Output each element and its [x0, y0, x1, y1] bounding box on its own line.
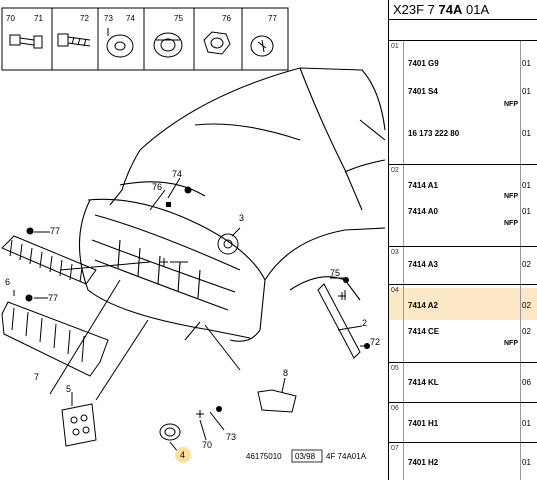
- part-qty: 01: [522, 87, 531, 96]
- part-ref: 7414 A1: [408, 181, 438, 190]
- callout-74: 74: [172, 169, 182, 179]
- part-qty: 01: [522, 458, 531, 467]
- bolt-icon: [57, 33, 91, 47]
- header-prefix: X23F 7: [393, 2, 439, 17]
- icon-code-71: 71: [34, 14, 43, 23]
- parts-group-03[interactable]: 03 7414 A3 02: [389, 247, 537, 285]
- callout-70: 70: [202, 440, 212, 450]
- nfp-badge: NFP: [504, 101, 518, 108]
- group-number: 02: [391, 167, 399, 174]
- part-ref: 7414 A2: [408, 301, 438, 310]
- callout-72: 72: [370, 337, 380, 347]
- part-qty: 02: [522, 260, 531, 269]
- group-number: 05: [391, 365, 399, 372]
- push-clip-icon: [250, 35, 274, 57]
- parts-group-01[interactable]: 01 7401 G9 01 7401 S4 01 NFP 16 173 222 …: [389, 41, 537, 165]
- push-clip-part-3: [217, 233, 239, 255]
- icon-code-75: 75: [174, 14, 183, 23]
- clip-nut-icon: [153, 32, 183, 58]
- part-ref: 16 173 222 80: [408, 129, 460, 138]
- group-number: 04: [391, 287, 399, 294]
- part-qty: 01: [522, 129, 531, 138]
- part-qty: 01: [522, 207, 531, 216]
- parts-group-07[interactable]: 07 7401 H2 01: [389, 443, 537, 480]
- exploded-parts-diagram: 70 71 72 73 74 75 76 77: [1, 7, 386, 463]
- callout-labels: 74 76 77 3 75 6 77 2 72 7 8 5 70 73: [5, 169, 380, 450]
- part-ref: 7401 G9: [408, 59, 439, 68]
- icon-code-70: 70: [6, 14, 15, 23]
- callout-8: 8: [283, 368, 288, 378]
- part-qty: 02: [522, 301, 531, 310]
- callout-4-highlight: 4: [175, 447, 191, 463]
- group-number: 06: [391, 405, 399, 412]
- callout-77-lower: 77: [48, 293, 58, 303]
- bracket-part-8: [257, 389, 297, 413]
- parts-group-05[interactable]: 05 7414 KL 06: [389, 363, 537, 403]
- parts-group-04[interactable]: 04 7414 A2 02 7414 CE 02 NFP: [389, 285, 537, 363]
- callout-77-upper: 77: [50, 226, 60, 236]
- footer-code: 4F 74A01A: [326, 452, 367, 461]
- callout-7: 7: [34, 372, 39, 382]
- icon-code-76: 76: [222, 14, 231, 23]
- callout-75: 75: [330, 268, 340, 278]
- part-ref: 7414 CE: [408, 327, 440, 336]
- icon-code-77: 77: [268, 14, 277, 23]
- parts-list-header: X23F 7 74A 01A: [389, 0, 537, 20]
- part-qty: 01: [522, 419, 531, 428]
- part-ref: 7414 KL: [408, 378, 439, 387]
- side-bar-part-2: [317, 283, 361, 359]
- grommet-part-4: [159, 423, 181, 441]
- header-suffix: 01A: [462, 2, 490, 17]
- footer-date: 03/98: [295, 452, 316, 461]
- parts-group-02[interactable]: 02 7414 A1 01 NFP 7414 A0 01 NFP: [389, 165, 537, 247]
- hex-nut-icon: [203, 31, 231, 55]
- icon-code-labels: 70 71 72 73 74 75 76 77: [6, 14, 277, 23]
- callout-2: 2: [362, 318, 367, 328]
- leader-lines: [13, 177, 370, 453]
- part-qty: 02: [522, 327, 531, 336]
- clip-panel-part-5: [61, 403, 97, 447]
- callout-73: 73: [226, 432, 236, 442]
- part-ref: 7414 A0: [408, 207, 438, 216]
- parts-list-panel: X23F 7 74A 01A 01 7401 G9 01 7401 S4 01 …: [388, 0, 537, 480]
- part-ref: 7414 A3: [408, 260, 438, 269]
- header-spacer-row: [389, 20, 537, 41]
- callout-76: 76: [152, 182, 162, 192]
- footer-ref: 46175010: [246, 452, 282, 461]
- group-number: 07: [391, 445, 399, 452]
- icon-code-72: 72: [80, 14, 89, 23]
- part-ref: 7401 S4: [408, 87, 438, 96]
- part-qty: 06: [522, 378, 531, 387]
- nfp-badge: NFP: [504, 193, 518, 200]
- icon-code-74: 74: [126, 14, 135, 23]
- lower-grille-part-7: [1, 301, 109, 377]
- header-bold: 74A: [438, 2, 463, 17]
- callout-5: 5: [66, 384, 71, 394]
- selected-row-highlight: [389, 288, 537, 320]
- nfp-badge: NFP: [504, 340, 518, 347]
- upper-grille-part-6: [1, 235, 97, 285]
- callout-6: 6: [5, 277, 10, 287]
- callout-4: 4: [180, 450, 185, 460]
- group-number: 03: [391, 249, 399, 256]
- part-ref: 7401 H2: [408, 458, 439, 467]
- part-qty: 01: [522, 181, 531, 190]
- parts-group-06[interactable]: 06 7401 H1 01: [389, 403, 537, 443]
- cross-markers: [160, 258, 346, 418]
- diagram-footer: 46175010 03/98 4F 74A01A: [246, 449, 367, 463]
- vehicle-front-outline: [78, 67, 386, 342]
- part-qty: 01: [522, 59, 531, 68]
- nfp-badge: NFP: [504, 220, 518, 227]
- callout-3: 3: [239, 213, 244, 223]
- screw-washer-icon: [9, 34, 43, 49]
- icon-code-73: 73: [104, 14, 113, 23]
- fixing-markers: [25, 186, 370, 412]
- fastener-icon-strip: [1, 7, 289, 71]
- part-ref: 7401 H1: [408, 419, 439, 428]
- group-number: 01: [391, 43, 399, 50]
- washer-icon: [106, 34, 134, 58]
